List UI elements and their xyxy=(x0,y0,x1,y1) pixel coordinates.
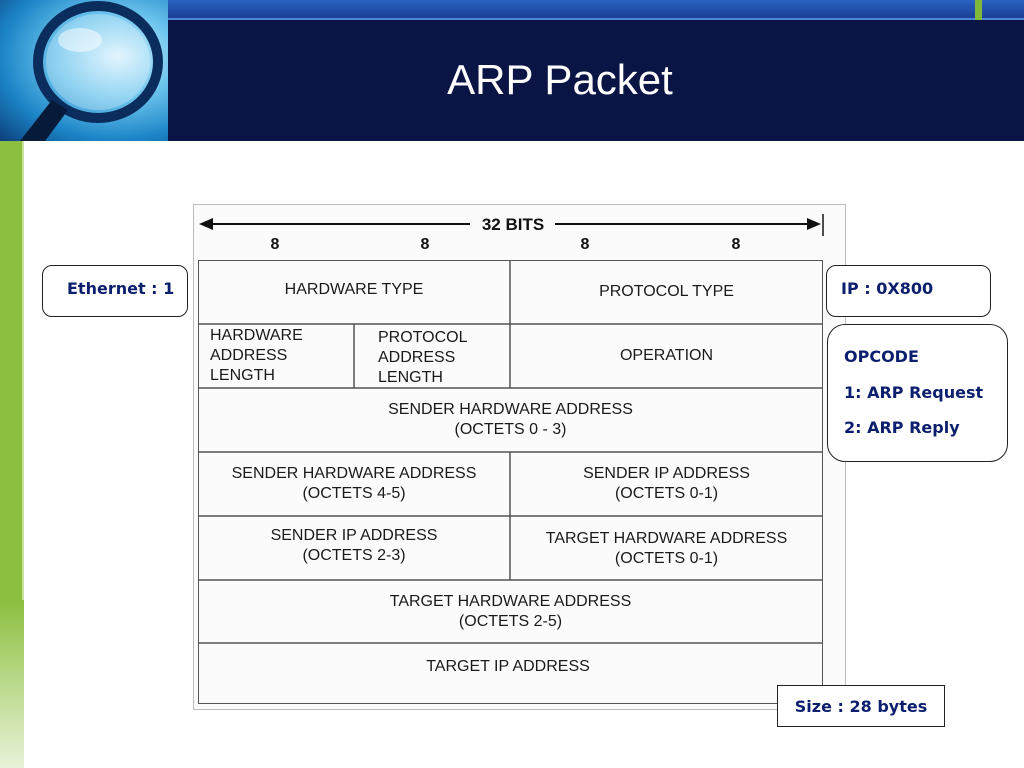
header-green-mark xyxy=(975,0,982,20)
opcode-callout: OPCODE 1: ARP Request 2: ARP Reply xyxy=(827,324,1008,462)
ip-callout: IP : 0X800 xyxy=(826,265,991,317)
packet-grid-lines xyxy=(198,260,823,644)
field-width-1: 8 xyxy=(270,236,280,253)
bit-width-arrow xyxy=(199,214,824,236)
field-operation: OPERATION xyxy=(619,347,714,364)
field-sender-ip-address-0-1: SENDER IP ADDRESS (OCTETS 0-1) xyxy=(583,465,750,502)
opcode-callout-title: OPCODE xyxy=(844,347,919,366)
bit-width-label: 32 BITS xyxy=(481,215,545,234)
field-sender-hardware-address-0-3: SENDER HARDWARE ADDRESS (OCTETS 0 - 3) xyxy=(388,401,633,438)
field-width-2: 8 xyxy=(420,236,430,253)
field-protocol-type: PROTOCOL TYPE xyxy=(599,283,734,300)
field-target-hardware-address-2-5: TARGET HARDWARE ADDRESS (OCTETS 2-5) xyxy=(389,593,632,630)
magnifying-glass-icon xyxy=(20,1,163,141)
arp-packet-diagram xyxy=(193,204,846,710)
field-width-4: 8 xyxy=(731,236,741,253)
ethernet-callout-text: Ethernet : 1 xyxy=(67,279,175,298)
ip-callout-text: IP : 0X800 xyxy=(841,279,934,298)
field-target-ip-address: TARGET IP ADDRESS xyxy=(426,658,590,675)
size-callout: Size : 28 bytes xyxy=(777,685,945,727)
field-sender-ip-address-2-3: SENDER IP ADDRESS (OCTETS 2-3) xyxy=(270,527,438,564)
header-stripe-edge xyxy=(168,18,1024,20)
field-target-hardware-address-0-1: TARGET HARDWARE ADDRESS (OCTETS 0-1) xyxy=(545,530,788,567)
header-stripe xyxy=(168,0,1024,18)
magnifier-logo xyxy=(0,0,168,141)
ethernet-callout: Ethernet : 1 xyxy=(42,265,188,317)
field-sender-hardware-address-4-5: SENDER HARDWARE ADDRESS (OCTETS 4-5) xyxy=(231,465,477,502)
field-width-3: 8 xyxy=(580,236,590,253)
left-accent-fade xyxy=(0,600,24,768)
field-protocol-address-length: PROTOCOL ADDRESS LENGTH xyxy=(378,329,468,386)
slide-header xyxy=(0,0,1024,141)
field-hardware-address-length: HARDWARE ADDRESS LENGTH xyxy=(210,327,303,384)
opcode-reply-text: 2: ARP Reply xyxy=(844,418,960,437)
page-title: ARP Packet xyxy=(447,56,673,103)
opcode-request-text: 1: ARP Request xyxy=(844,383,984,402)
field-hardware-type: HARDWARE TYPE xyxy=(284,281,424,298)
